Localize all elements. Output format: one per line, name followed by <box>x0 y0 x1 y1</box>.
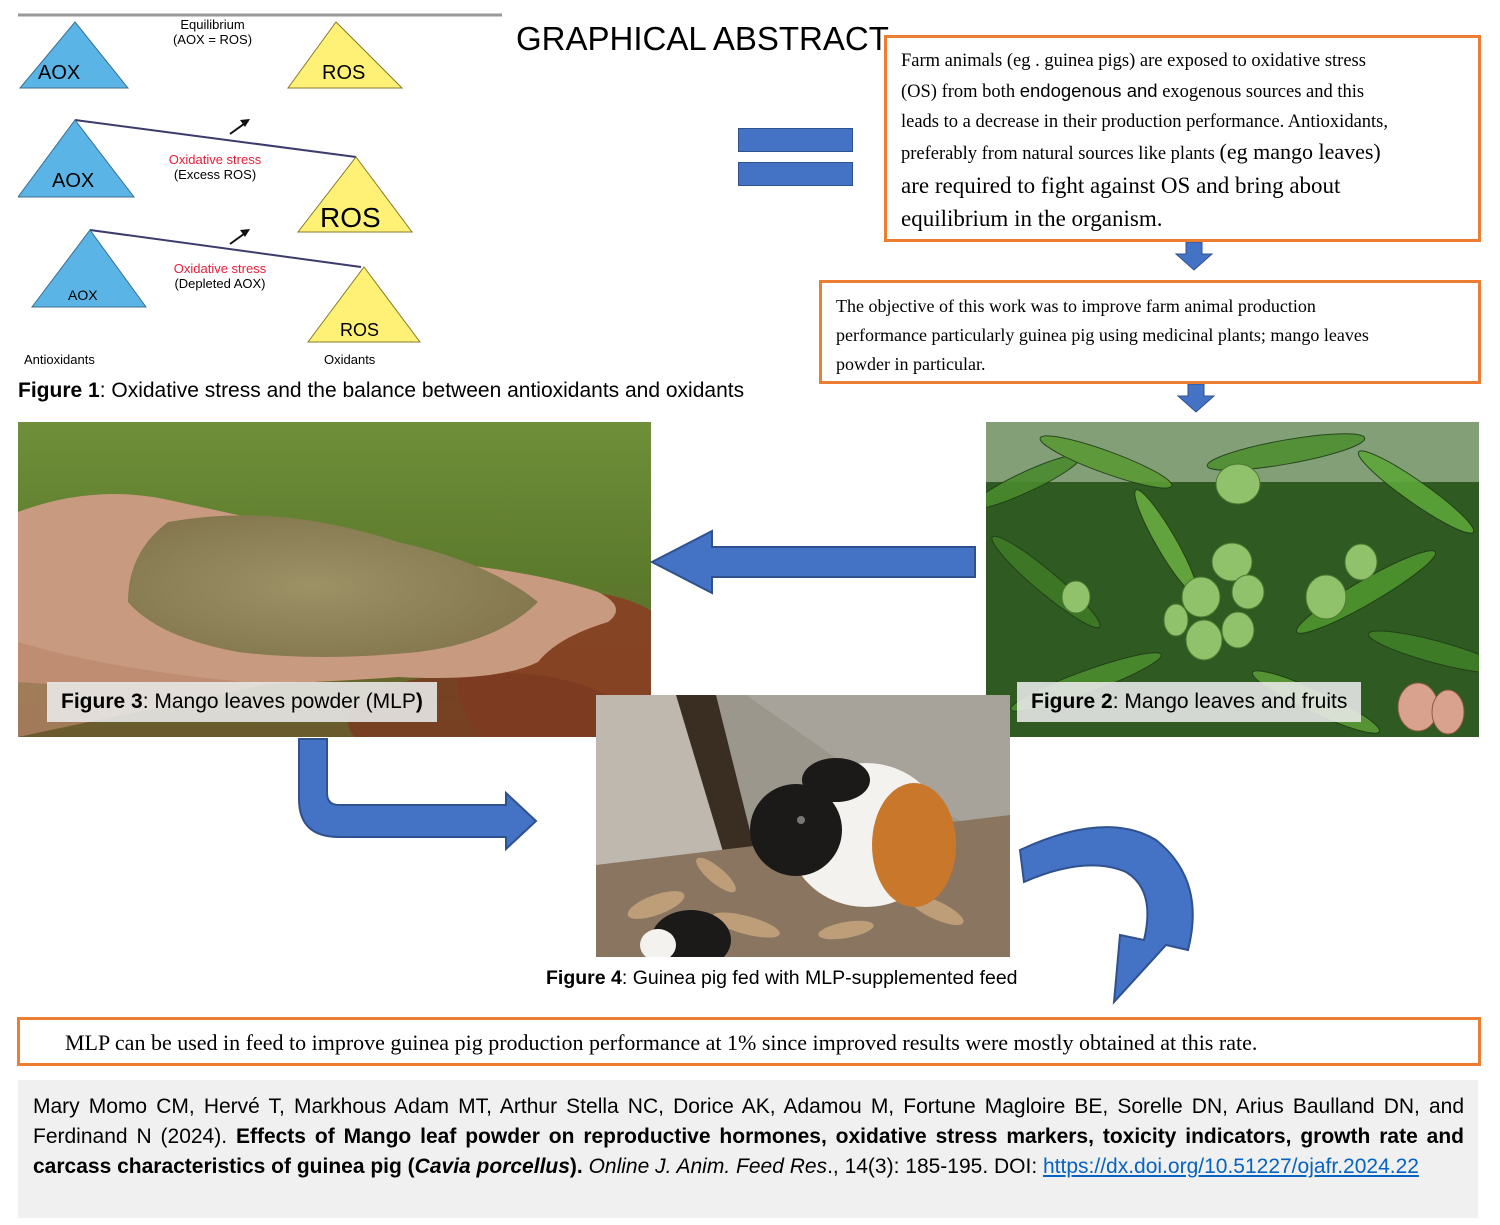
bent-arrow-icon <box>298 738 538 852</box>
citation-journal: Online J. Anim. Feed Res <box>582 1155 828 1178</box>
box2-line1: The objective of this work was to improv… <box>836 296 1316 316</box>
intro-text-box: Farm animals (eg . guinea pigs) are expo… <box>884 35 1481 242</box>
box2-line3: powder in particular. <box>836 354 986 374</box>
down-arrow-icon <box>1174 242 1214 271</box>
box1-line4: preferably from natural sources like pla… <box>901 139 1381 164</box>
figure1-caption-text: : Oxidative stress and the balance betwe… <box>99 379 745 402</box>
box1-line2: (OS) from both endogenous and exogenous … <box>901 80 1365 102</box>
figure1-caption-bold: Figure 1 <box>18 379 100 402</box>
box1-line5: are required to fight against OS and bri… <box>901 173 1341 198</box>
scale2-aox-label: AOX <box>52 170 95 192</box>
scale3-aox-label: AOX <box>68 287 98 303</box>
figure4-caption: Figure 4: Guinea pig fed with MLP-supple… <box>546 967 1018 989</box>
figure2-caption: Figure 2: Mango leaves and fruits <box>1017 682 1362 722</box>
aox-triangle <box>17 119 136 198</box>
figure1-caption: Figure 1: Oxidative stress and the balan… <box>18 379 744 403</box>
citation-block: Mary Momo CM, Hervé T, Markhous Adam MT,… <box>18 1080 1478 1218</box>
conclusion-box: MLP can be used in feed to improve guine… <box>17 1017 1481 1066</box>
scale3-ros-label: ROS <box>340 320 380 340</box>
ros-triangle <box>296 156 413 233</box>
antioxidants-label: Antioxidants <box>24 352 95 367</box>
scale1-top-label: Equilibrium (AOX = ROS) <box>172 17 253 47</box>
scale3-top-label: Oxidative stress (Depleted AOX) <box>173 261 267 291</box>
equals-icon <box>738 128 853 186</box>
citation-species: Cavia porcellus <box>414 1155 570 1178</box>
objective-text-box: The objective of this work was to improv… <box>819 280 1481 384</box>
aox-triangle <box>30 229 147 308</box>
page-title: GRAPHICAL ABSTRACT <box>516 20 889 57</box>
citation-authors: Mary Momo CM, Hervé T, Markhous Adam MT,… <box>33 1095 1464 1148</box>
box1-line3: leads to a decrease in their production … <box>901 112 1388 132</box>
oxidative-balance-svg <box>17 13 502 343</box>
conclusion-text: MLP can be used in feed to improve guine… <box>65 1030 1258 1055</box>
box1-line1: Farm animals (eg . guinea pigs) are expo… <box>901 51 1366 71</box>
scale1-aox-label: AOX <box>38 62 81 84</box>
down-arrow-icon <box>1176 384 1216 413</box>
guinea-pig-photo <box>596 695 1010 957</box>
scale1-ros-label: ROS <box>322 62 366 84</box>
box1-line6: equilibrium in the organism. <box>901 206 1163 231</box>
box2-line2: performance particularly guinea pig usin… <box>836 325 1369 345</box>
scale2-ros-label: ROS <box>320 202 381 233</box>
ros-triangle <box>307 266 421 343</box>
ros-triangle <box>287 21 404 89</box>
figure3-caption: Figure 3: Mango leaves powder (MLP) <box>47 682 437 722</box>
curved-arrow-icon <box>1018 826 1194 1005</box>
doi-link[interactable]: https://dx.doi.org/10.51227/ojafr.2024.2… <box>1043 1155 1419 1178</box>
oxidants-label: Oxidants <box>324 352 376 367</box>
left-arrow-icon <box>650 529 976 595</box>
citation-title: Effects of Mango leaf powder on reproduc… <box>33 1125 1464 1178</box>
citation-volume: ., 14(3): 185-195. DOI: <box>827 1155 1043 1178</box>
figure1-diagram: Equilibrium (AOX = ROS) AOX ROS Oxidativ… <box>17 10 502 372</box>
scale2-top-label: Oxidative stress (Excess ROS) <box>168 152 262 182</box>
aox-triangle <box>18 21 130 89</box>
